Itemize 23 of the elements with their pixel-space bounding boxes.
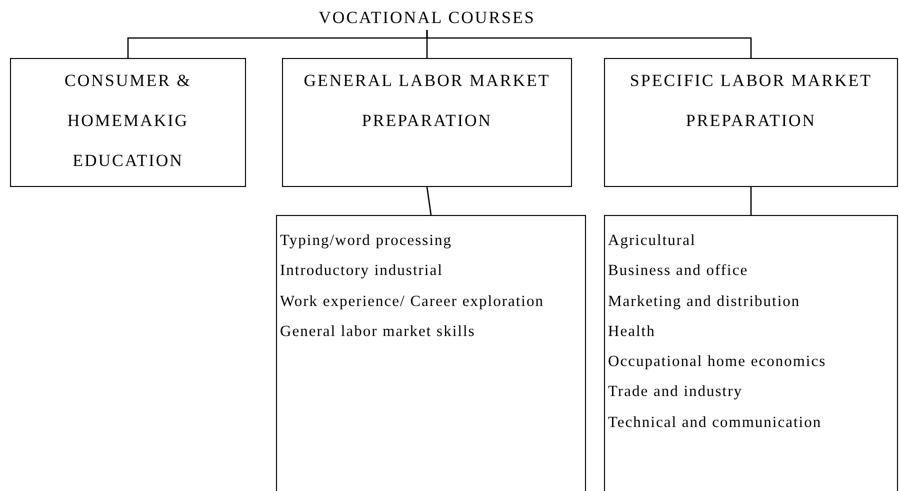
course-item: Technical and communication xyxy=(608,412,823,433)
category-box xyxy=(282,58,572,187)
category-box xyxy=(10,58,246,187)
connector-line xyxy=(750,187,752,215)
category-box xyxy=(604,58,898,187)
course-item: Occupational home economics xyxy=(608,352,828,372)
course-item: Marketing and distribution xyxy=(608,292,802,312)
course-list-box xyxy=(604,215,898,491)
course-item: Work experience/ Career exploration xyxy=(280,292,545,312)
course-item: Health xyxy=(608,322,656,342)
course-item: Typing/word processing xyxy=(280,231,454,251)
title-text: VOCATIONAL COURSES xyxy=(318,7,536,29)
connector-line xyxy=(426,186,432,216)
course-item: Agricultural xyxy=(608,231,697,251)
connector-line xyxy=(426,30,752,58)
category-label: CONSUMER & HOMEMAKIG EDUCATION xyxy=(64,70,192,172)
course-list-box xyxy=(276,215,586,491)
course-item: Introductory industrial xyxy=(280,261,444,282)
category-label: GENERAL LABOR MARKET PREPARATION xyxy=(302,70,552,132)
category-label: SPECIFIC LABOR MARKET PREPARATION xyxy=(628,70,874,132)
course-item: Trade and industry xyxy=(608,382,744,402)
course-item: General labor market skills xyxy=(280,322,476,342)
course-item: Business and office xyxy=(608,261,750,282)
